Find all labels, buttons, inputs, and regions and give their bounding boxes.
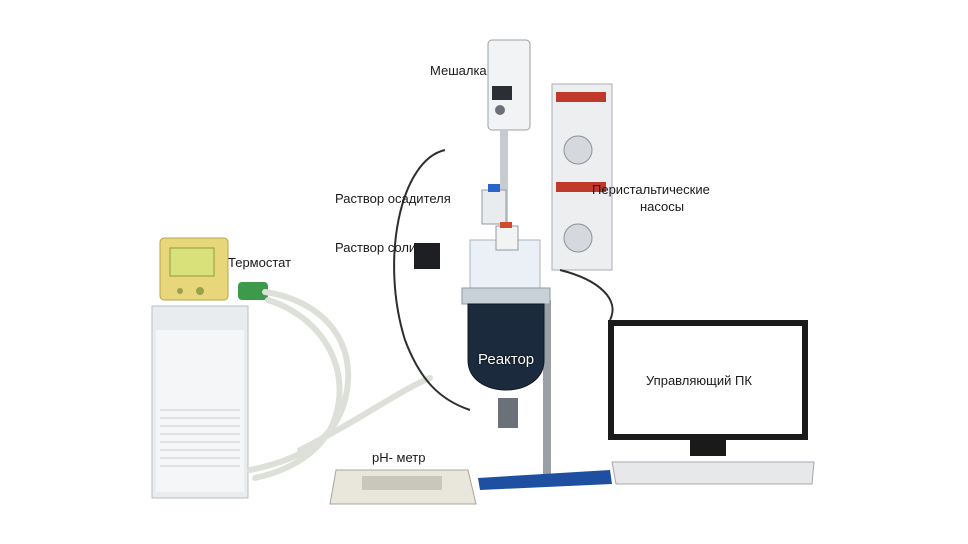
hoses xyxy=(247,289,433,481)
label-control-pc: Управляющий ПК xyxy=(646,373,752,388)
label-precipitant-solution: Раствор осадителя xyxy=(335,191,451,206)
lab-stand xyxy=(478,300,612,490)
label-peristaltic-pumps-line1: Перистальтические xyxy=(592,182,710,197)
peristaltic-pumps xyxy=(551,83,613,271)
solution-bottles xyxy=(414,184,519,269)
label-thermostat: Термостат xyxy=(228,255,292,270)
label-peristaltic-pumps-line2: насосы xyxy=(640,199,685,214)
label-reactor: Реактор xyxy=(478,351,535,368)
label-salt-solution: Раствор соли xyxy=(335,240,417,255)
tubing xyxy=(393,149,614,411)
control-pc xyxy=(608,320,815,485)
ph-meter-device xyxy=(329,469,477,505)
stirrer-device xyxy=(487,39,531,240)
thermostat-unit xyxy=(151,237,268,499)
label-ph-meter: pH- метр xyxy=(372,450,426,465)
label-stirrer: Мешалка xyxy=(430,63,487,78)
